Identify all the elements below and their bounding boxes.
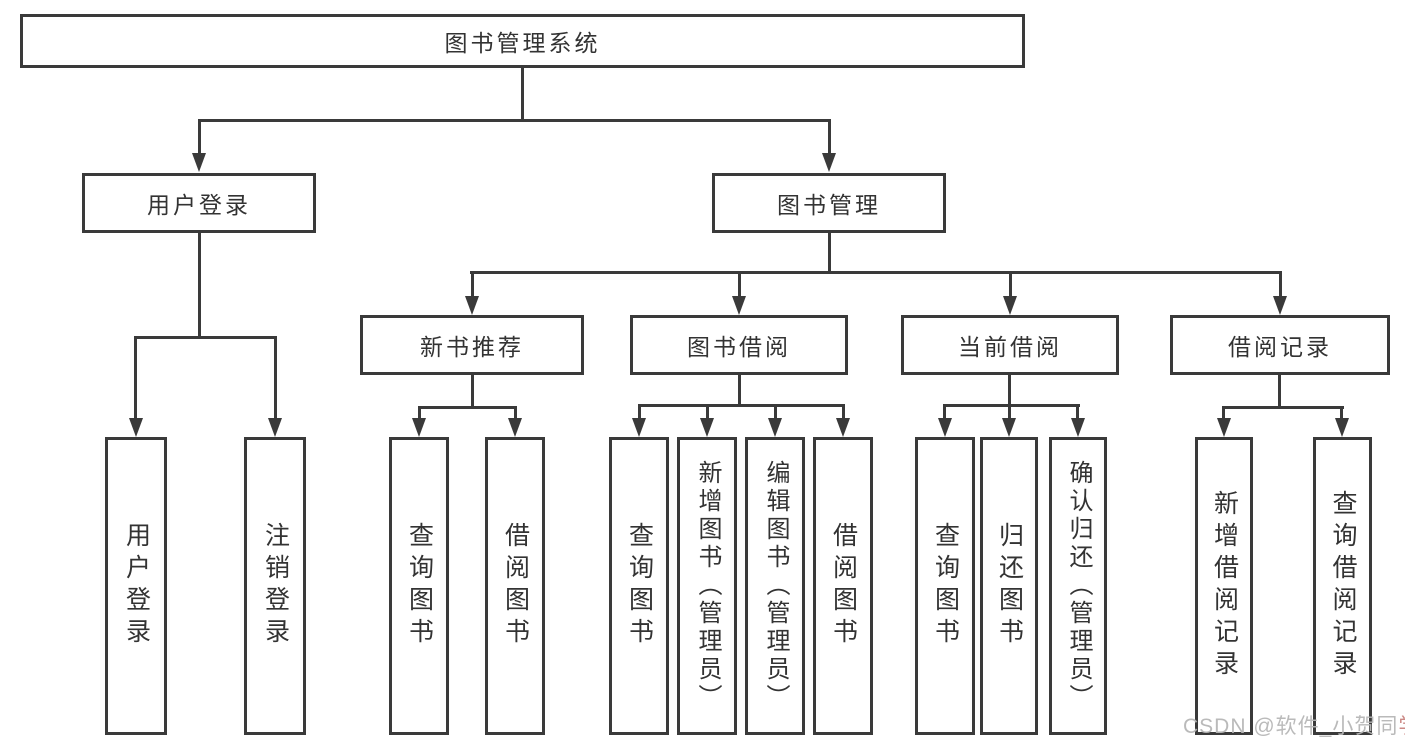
node-label: 借阅记录 [1228, 334, 1332, 360]
leaf-br-add-record: 新增借阅记录 [1195, 437, 1253, 735]
connector-line [470, 271, 1281, 274]
node-book-borrow: 图书借阅 [630, 315, 848, 375]
connector-line [943, 404, 1080, 407]
csdn-watermark: CSDN @软件_小贺同学 [1183, 710, 1405, 740]
node-label: 注销登录 [261, 522, 290, 650]
leaf-nb-query-book: 查询图书 [389, 437, 449, 735]
node-root: 图书管理系统 [20, 14, 1025, 68]
connector-line [638, 404, 641, 420]
node-label: 当前借阅 [958, 334, 1062, 360]
connector-line [638, 404, 845, 407]
leaf-cb-query-book: 查询图书 [915, 437, 975, 735]
connector-line [1009, 271, 1012, 299]
node-label: 借阅图书 [501, 522, 530, 650]
connector-line [471, 271, 474, 299]
arrow-down-icon [1003, 296, 1017, 315]
connector-line [943, 404, 946, 420]
arrow-down-icon [732, 296, 746, 315]
connector-line [521, 68, 524, 121]
node-label: 新书推荐 [420, 334, 524, 360]
node-borrow-record: 借阅记录 [1170, 315, 1390, 375]
node-current-borrow: 当前借阅 [901, 315, 1119, 375]
arrow-down-icon [836, 418, 850, 437]
connector-line [1279, 271, 1282, 299]
leaf-logout: 注销登录 [244, 437, 306, 735]
node-label: 查询图书 [405, 522, 434, 650]
node-label: 查询图书 [625, 522, 654, 650]
connector-line [842, 404, 845, 420]
arrow-down-icon [129, 418, 143, 437]
connector-line [198, 119, 201, 155]
connector-line [418, 406, 517, 409]
node-label: 新增图书（管理员） [694, 460, 721, 712]
node-user-login: 用户登录 [82, 173, 316, 233]
leaf-br-query-record: 查询借阅记录 [1313, 437, 1372, 735]
leaf-bb-query-book: 查询图书 [609, 437, 669, 735]
arrow-down-icon [822, 153, 836, 172]
connector-line [198, 119, 831, 122]
arrow-down-icon [1217, 418, 1231, 437]
connector-line [514, 406, 517, 420]
leaf-user-login: 用户登录 [105, 437, 167, 735]
arrow-down-icon [1335, 418, 1349, 437]
connector-line [418, 406, 421, 420]
arrow-down-icon [700, 418, 714, 437]
node-label: 图书借阅 [687, 334, 791, 360]
node-label: 新增借阅记录 [1210, 490, 1239, 682]
arrow-down-icon [632, 418, 646, 437]
connector-line [274, 336, 277, 420]
node-label: 编辑图书（管理员） [762, 460, 789, 712]
leaf-bb-edit-book: 编辑图书（管理员） [745, 437, 805, 735]
node-label: 确认归还（管理员） [1065, 460, 1092, 712]
arrow-down-icon [1002, 418, 1016, 437]
connector-line [471, 375, 474, 408]
connector-line [1222, 406, 1344, 409]
arrow-down-icon [268, 418, 282, 437]
connector-line [1222, 406, 1225, 420]
node-label: 用户登录 [147, 192, 251, 218]
node-label: 查询图书 [931, 522, 960, 650]
connector-line [1340, 406, 1343, 420]
node-label: 查询借阅记录 [1329, 490, 1357, 682]
connector-line [828, 233, 831, 274]
connector-line [134, 336, 276, 339]
connector-line [134, 336, 137, 420]
connector-line [1008, 404, 1011, 420]
node-label: 借阅图书 [829, 522, 858, 650]
watermark-text: CSDN @软件_小贺同 [1183, 715, 1399, 738]
connector-line [828, 119, 831, 155]
leaf-bb-borrow-book: 借阅图书 [813, 437, 873, 735]
arrow-down-icon [192, 153, 206, 172]
node-book-management: 图书管理 [712, 173, 946, 233]
arrow-down-icon [508, 418, 522, 437]
connector-line [774, 404, 777, 420]
connector-line [1008, 375, 1011, 406]
connector-line [1076, 404, 1079, 420]
connector-line [738, 271, 741, 299]
connector-line [1278, 375, 1281, 408]
node-label: 图书管理 [777, 192, 881, 218]
node-label: 归还图书 [995, 522, 1024, 650]
arrow-down-icon [768, 418, 782, 437]
watermark-accent: 学 [1398, 715, 1405, 738]
arrow-down-icon [938, 418, 952, 437]
node-label: 图书管理系统 [444, 30, 601, 56]
arrow-down-icon [465, 296, 479, 315]
arrow-down-icon [412, 418, 426, 437]
arrow-down-icon [1071, 418, 1085, 437]
leaf-cb-return-book: 归还图书 [980, 437, 1038, 735]
leaf-cb-confirm-return: 确认归还（管理员） [1049, 437, 1107, 735]
node-label: 用户登录 [122, 522, 151, 650]
connector-line [198, 233, 201, 338]
connector-line [738, 375, 741, 406]
leaf-nb-borrow-book: 借阅图书 [485, 437, 545, 735]
node-new-book-recommend: 新书推荐 [360, 315, 584, 375]
arrow-down-icon [1273, 296, 1287, 315]
leaf-bb-add-book: 新增图书（管理员） [677, 437, 737, 735]
connector-line [706, 404, 709, 420]
